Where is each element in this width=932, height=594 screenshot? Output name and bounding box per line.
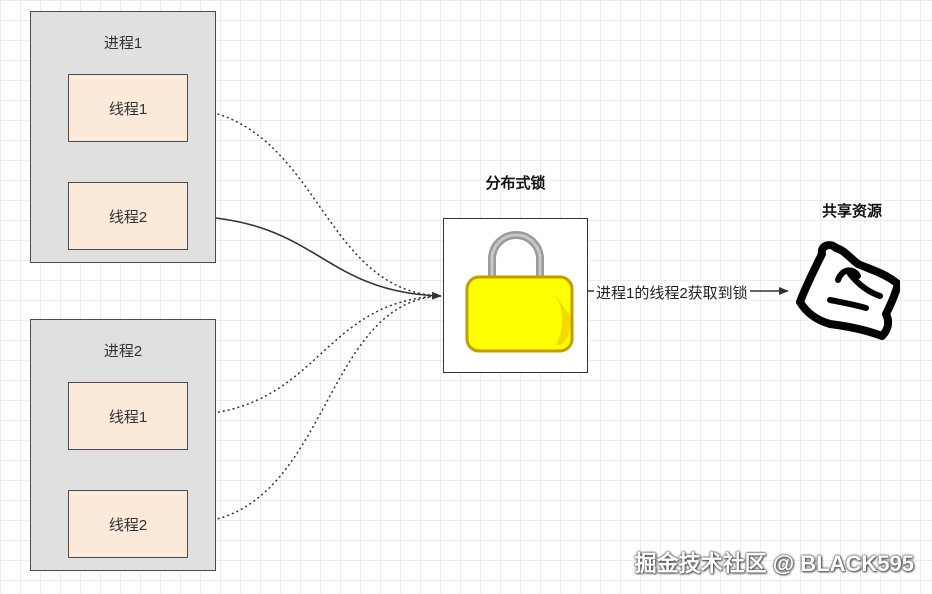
lock-box	[443, 218, 588, 373]
resource-title: 共享资源	[821, 203, 882, 220]
process-2-box: 进程2 线程1 线程2	[30, 319, 216, 571]
thread-box: 线程1	[68, 382, 188, 450]
process-title: 进程1	[103, 35, 143, 52]
process-title: 进程2	[103, 343, 143, 360]
edge-label: 进程1的线程2获取到锁	[594, 282, 750, 303]
thread-box: 线程1	[68, 74, 188, 142]
connector-p2-thread1-dotted	[187, 295, 442, 416]
thread-box: 线程2	[68, 182, 188, 250]
connector-p1-thread2-solid	[187, 215, 442, 300]
scroll-icon	[796, 241, 900, 340]
connector-p1-thread1-dotted	[187, 107, 442, 297]
watermark: 掘金技术社区 @ BLACK595	[634, 551, 914, 576]
connector-p2-thread2-dotted	[187, 295, 442, 524]
thread-box: 线程2	[68, 490, 188, 558]
lock-title: 分布式锁	[485, 175, 546, 192]
padlock-icon	[465, 231, 574, 353]
process-1-box: 进程1 线程1 线程2	[30, 11, 216, 263]
